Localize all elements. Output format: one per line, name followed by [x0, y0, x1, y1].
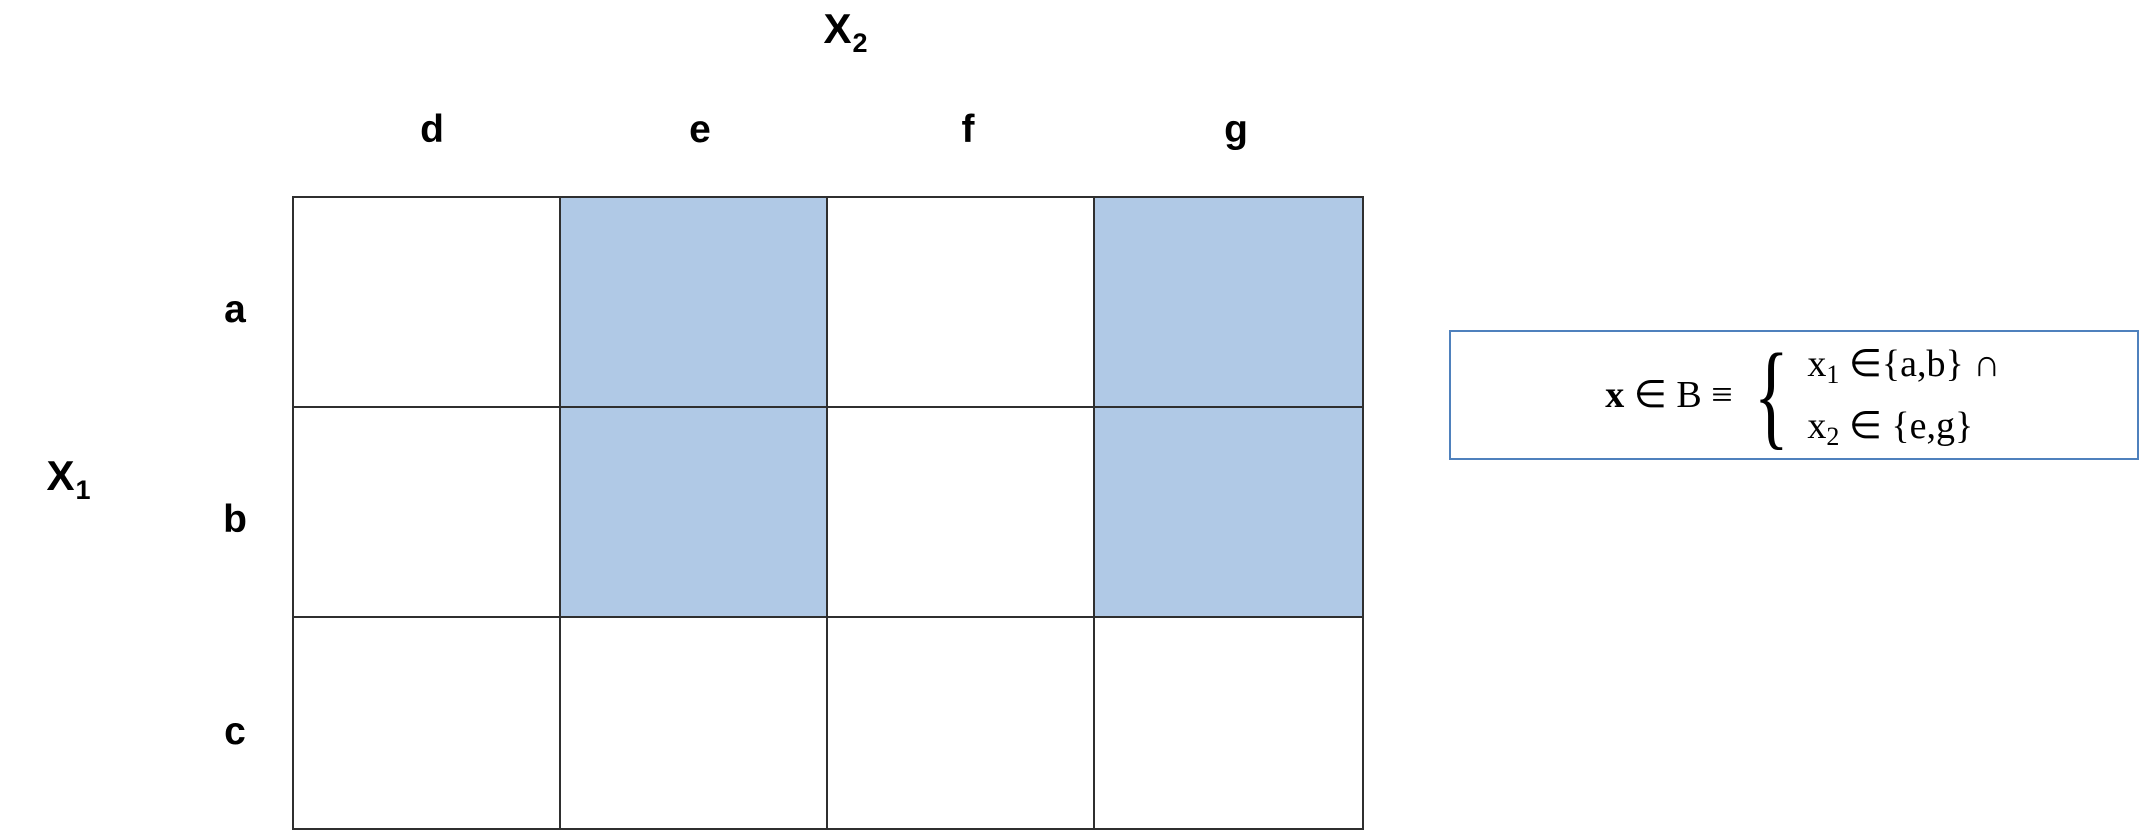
x2-axis-label-subscript: 2: [852, 28, 868, 58]
formula-lhs-variable: x: [1605, 374, 1625, 416]
formula-brace: {: [1753, 328, 1789, 460]
formula-line2-rest: ∈ {e,g}: [1839, 405, 1974, 447]
x1-axis-label-text: X: [46, 452, 75, 499]
formula-line1-rest: ∈{a,b} ∩: [1839, 343, 2001, 385]
formula-line2-subscript: 2: [1826, 422, 1840, 451]
row-header-b: b: [223, 498, 247, 541]
x1-axis-label-subscript: 1: [75, 475, 91, 505]
formula-left-hand-side: x ∈ B ≡: [1605, 376, 1736, 414]
grid-cell-c-f[interactable]: [828, 618, 1095, 828]
grid-cell-b-g[interactable]: [1095, 408, 1362, 618]
column-header-d: d: [420, 108, 444, 151]
grid-cell-a-d[interactable]: [294, 198, 561, 408]
column-header-g: g: [1224, 108, 1248, 151]
grid-cell-a-e[interactable]: [561, 198, 828, 408]
formula-content: x ∈ B ≡ { x1 ∈{a,b} ∩ x2 ∈ {e,g}: [1451, 332, 2137, 458]
grid-cell-b-f[interactable]: [828, 408, 1095, 618]
formula-condition-2: x2 ∈ {e,g}: [1807, 405, 2000, 450]
column-header-e: e: [689, 108, 711, 151]
x1-axis-label: X1: [8, 452, 128, 504]
formula-line2-variable: x: [1807, 405, 1827, 447]
formula-condition-1: x1 ∈{a,b} ∩: [1807, 343, 2001, 388]
formula-line1-subscript: 1: [1826, 360, 1840, 389]
contingency-grid: [292, 196, 1364, 830]
grid-cell-a-g[interactable]: [1095, 198, 1362, 408]
formula-right-hand-side: x1 ∈{a,b} ∩ x2 ∈ {e,g}: [1801, 343, 2001, 450]
formula-lhs-rest: ∈ B ≡: [1624, 374, 1733, 416]
grid-cell-c-g[interactable]: [1095, 618, 1362, 828]
formula-callout-box: x ∈ B ≡ { x1 ∈{a,b} ∩ x2 ∈ {e,g}: [1449, 330, 2139, 460]
grid-cell-c-e[interactable]: [561, 618, 828, 828]
grid-cell-c-d[interactable]: [294, 618, 561, 828]
row-header-c: c: [224, 710, 246, 753]
grid-cell-a-f[interactable]: [828, 198, 1095, 408]
grid-cell-b-d[interactable]: [294, 408, 561, 618]
formula-line1-variable: x: [1807, 343, 1827, 385]
column-header-f: f: [961, 108, 975, 151]
row-header-a: a: [224, 288, 246, 331]
x2-axis-label: X2: [790, 5, 900, 57]
x2-axis-label-text: X: [823, 5, 852, 52]
grid-cell-b-e[interactable]: [561, 408, 828, 618]
